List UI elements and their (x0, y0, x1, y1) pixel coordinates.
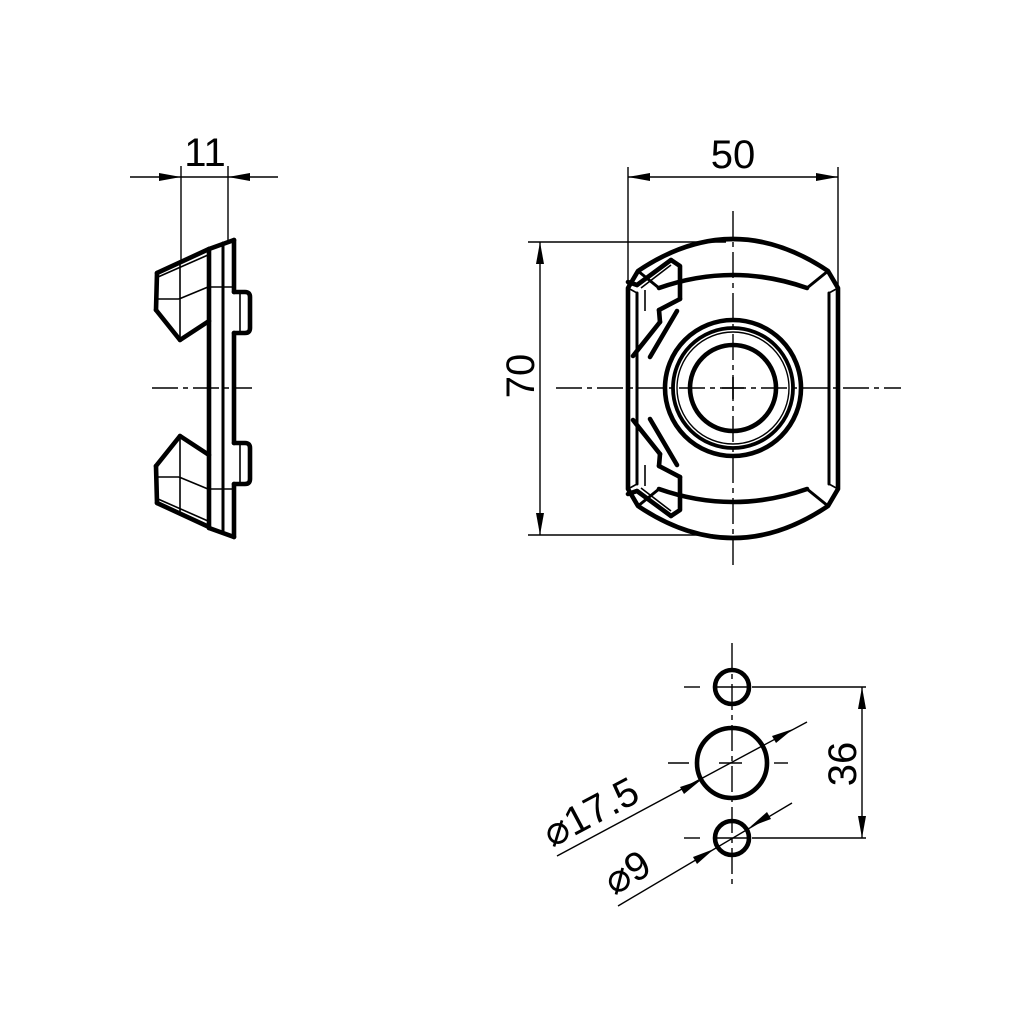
dimension-thickness-11: 11 (130, 131, 278, 262)
arrowhead (680, 780, 701, 794)
hole-pattern-view: 36 ⌀17.5 ⌀9 (536, 643, 866, 907)
side-view-outline (206, 237, 253, 540)
dimension-height-70: 70 (499, 241, 726, 536)
arrowhead (628, 173, 650, 181)
dim-label-width: 50 (711, 133, 756, 177)
arrowhead (159, 173, 181, 181)
dimension-large-hole-diameter: ⌀17.5 (536, 721, 808, 857)
arrowhead (536, 242, 544, 264)
dimension-width-50: 50 (627, 133, 839, 286)
side-view-lower-wedge (153, 433, 212, 530)
side-view-upper-wedge (153, 246, 212, 343)
arrowhead (228, 173, 250, 181)
arrowhead (858, 687, 866, 709)
front-view: 50 70 (499, 133, 901, 566)
arrowhead (536, 513, 544, 535)
front-view-upper-tab (625, 257, 683, 360)
dimension-hole-spacing-36: 36 (821, 687, 866, 838)
arrowhead (816, 173, 838, 181)
front-view-lower-tab (625, 416, 683, 519)
dim-label-height: 70 (499, 354, 543, 399)
bore-outer-circle (662, 317, 804, 459)
dim-label-large-hole: ⌀17.5 (536, 769, 647, 856)
arrowhead (772, 729, 793, 743)
side-view: 11 (130, 131, 278, 540)
dim-label-hole-spacing: 36 (821, 742, 865, 787)
thread-circle (676, 331, 790, 445)
arrowhead (750, 812, 771, 827)
arrowhead (858, 816, 866, 838)
arrowhead (693, 849, 714, 864)
dim-label-thickness: 11 (184, 131, 226, 175)
dim-label-small-hole: ⌀9 (596, 842, 658, 904)
